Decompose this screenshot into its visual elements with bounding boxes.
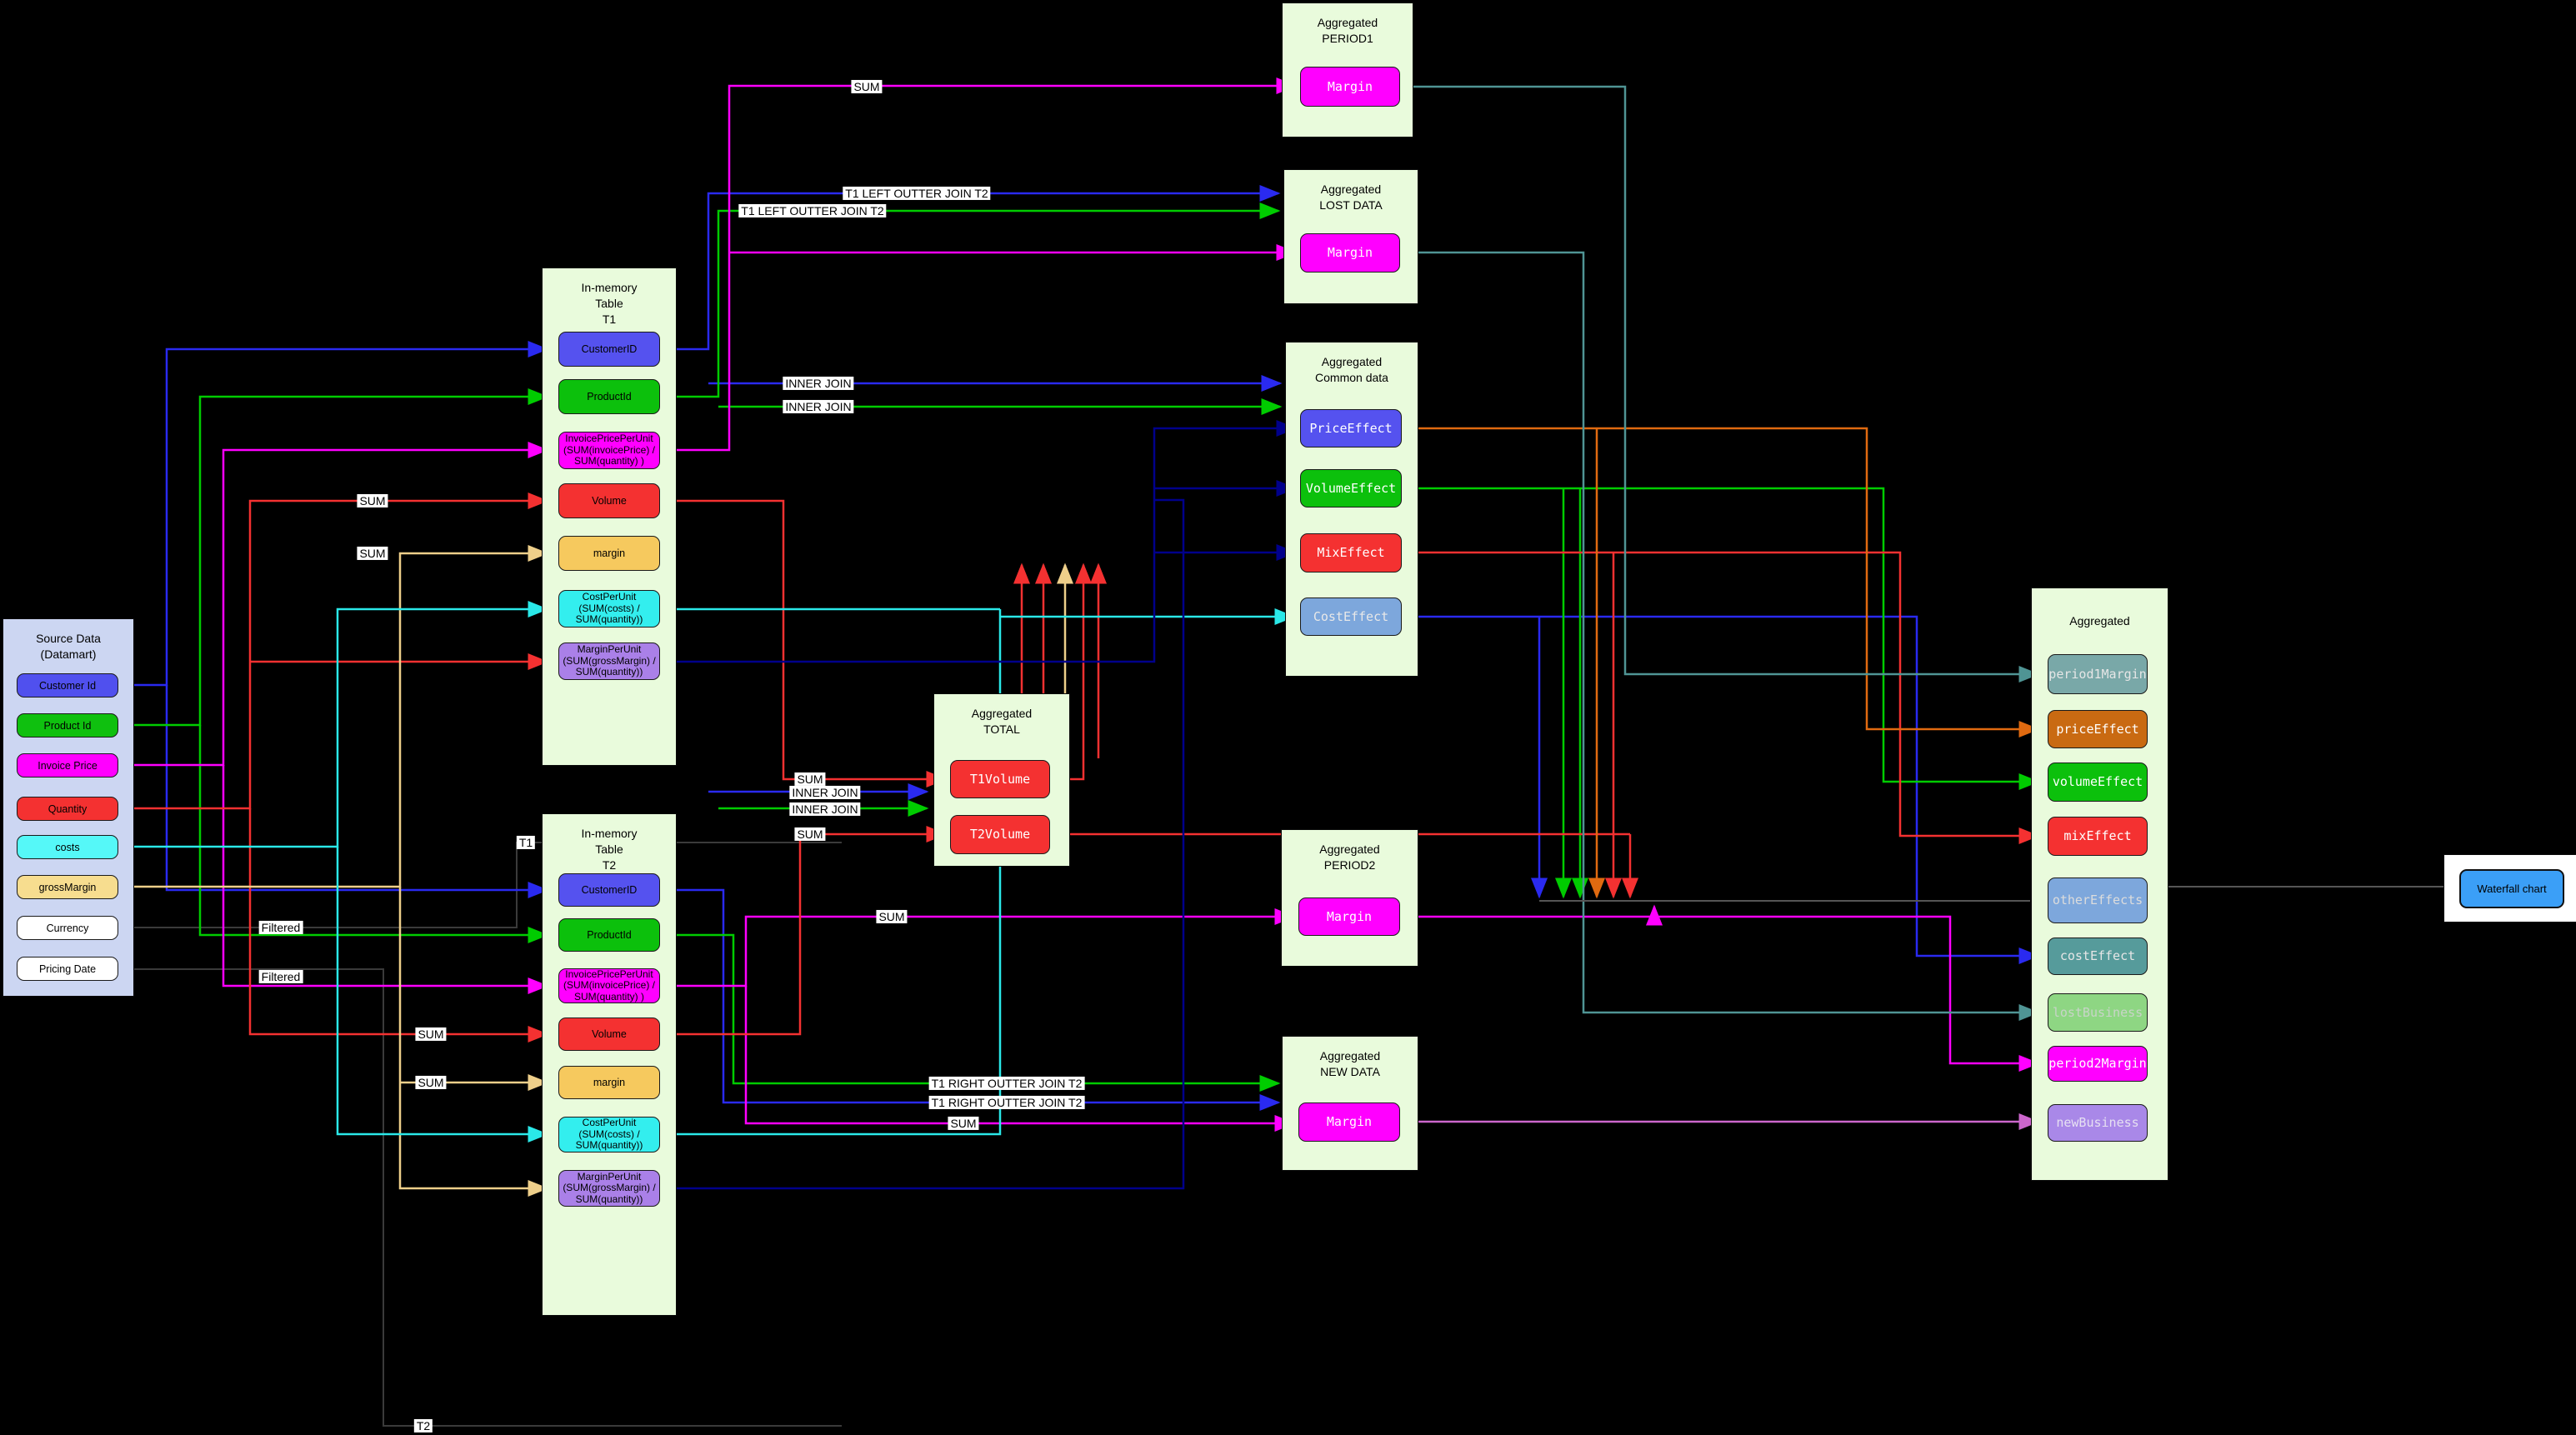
edge-label-filtered: Filtered: [258, 920, 303, 935]
field-pricing-date: Pricing Date: [17, 957, 118, 981]
right-mixeffect: mixEffect: [2048, 817, 2148, 856]
edge-label-sum: SUM: [851, 79, 883, 94]
panel-title: In-memory Table T2: [581, 827, 638, 872]
edge-label-filtered: Filtered: [258, 969, 303, 984]
right-newbusiness: newBusiness: [2048, 1104, 2148, 1142]
edge-label-sum: SUM: [357, 546, 388, 561]
right-othereffects: otherEffects: [2048, 878, 2148, 923]
edge-label-sum: SUM: [415, 1027, 447, 1042]
panel-title: Aggregated PERIOD1: [1317, 16, 1378, 45]
edge-label-sum: SUM: [357, 493, 388, 508]
t1-margin-per-unit: MarginPerUnit (SUM(grossMargin) / SUM(qu…: [558, 642, 660, 680]
common-cost-effect: CostEffect: [1300, 598, 1402, 636]
panel-title: Aggregated TOTAL: [971, 707, 1033, 736]
edge-label-inner-join: INNER JOIN: [789, 785, 861, 800]
t1-volume: Volume: [558, 483, 660, 518]
t2-productid: ProductId: [558, 918, 660, 952]
period1-margin: Margin: [1300, 67, 1400, 107]
field-product-id: Product Id: [17, 713, 118, 738]
t2-margin-per-unit: MarginPerUnit (SUM(grossMargin) / SUM(qu…: [558, 1170, 660, 1207]
field-quantity: Quantity: [17, 797, 118, 821]
panel-title: Source Data (Datamart): [36, 632, 101, 661]
field-customer-id: Customer Id: [17, 673, 118, 698]
field-gross-margin: grossMargin: [17, 875, 118, 899]
right-lostbusiness: lostBusiness: [2048, 993, 2148, 1032]
edge-label-left-join: T1 LEFT OUTTER JOIN T2: [738, 203, 887, 218]
edge-label-sum: SUM: [794, 827, 826, 842]
edge-label-inner-join: INNER JOIN: [789, 802, 861, 817]
edge-label-sum: SUM: [948, 1116, 979, 1131]
edge-label-right-join: T1 RIGHT OUTTER JOIN T2: [928, 1095, 1085, 1110]
right-costeffect: costEffect: [2048, 938, 2148, 975]
right-priceeffect: priceEffect: [2048, 710, 2148, 748]
field-currency: Currency: [17, 916, 118, 940]
panel-title: Aggregated: [2069, 614, 2130, 628]
edge-label-inner-join: INNER JOIN: [783, 376, 854, 391]
edge-label-t2: T2: [413, 1418, 433, 1433]
edge-label-sum: SUM: [794, 772, 826, 787]
t2-customerid: CustomerID: [558, 873, 660, 907]
common-mix-effect: MixEffect: [1300, 533, 1402, 572]
panel-title: Aggregated LOST DATA: [1319, 182, 1383, 212]
t2-margin: margin: [558, 1066, 660, 1099]
edge-label-t1: T1: [516, 835, 536, 850]
newdata-margin: Margin: [1298, 1102, 1400, 1142]
lost-margin: Margin: [1300, 233, 1400, 272]
field-invoice-price: Invoice Price: [17, 753, 118, 778]
t1-cost-per-unit: CostPerUnit (SUM(costs) / SUM(quantity)): [558, 590, 660, 628]
t2-invoice-price-per-unit: InvoicePricePerUnit (SUM(invoicePrice) /…: [558, 968, 660, 1003]
t1-invoice-price-per-unit: InvoicePricePerUnit (SUM(invoicePrice) /…: [558, 432, 660, 469]
edge-label-sum: SUM: [876, 909, 908, 924]
waterfall-chart-button[interactable]: Waterfall chart: [2459, 869, 2564, 908]
panel-title: Aggregated PERIOD2: [1319, 842, 1380, 872]
panel-title: Aggregated Common data: [1315, 355, 1388, 384]
panel-title: Aggregated NEW DATA: [1319, 1049, 1381, 1078]
t2-cost-per-unit: CostPerUnit (SUM(costs) / SUM(quantity)): [558, 1117, 660, 1152]
edge-label-inner-join: INNER JOIN: [783, 399, 854, 414]
field-costs: costs: [17, 835, 118, 859]
edge-label-left-join: T1 LEFT OUTTER JOIN T2: [843, 186, 991, 201]
right-volumeeffect: volumeEffect: [2048, 762, 2148, 802]
period2-margin: Margin: [1298, 898, 1400, 936]
t1-productid: ProductId: [558, 379, 660, 414]
t1-margin: margin: [558, 536, 660, 571]
panel-title: In-memory Table T1: [581, 281, 638, 326]
common-price-effect: PriceEffect: [1300, 409, 1402, 448]
common-volume-effect: VolumeEffect: [1300, 469, 1402, 508]
total-t1volume: T1Volume: [950, 760, 1050, 798]
edge-label-sum: SUM: [415, 1075, 447, 1090]
right-period1margin: period1Margin: [2048, 654, 2148, 694]
right-period2margin: period2Margin: [2048, 1046, 2148, 1082]
edge-label-right-join: T1 RIGHT OUTTER JOIN T2: [928, 1076, 1085, 1091]
t2-volume: Volume: [558, 1018, 660, 1051]
waterfall-panel: Waterfall chart: [2443, 854, 2576, 922]
total-t2volume: T2Volume: [950, 815, 1050, 854]
t1-customerid: CustomerID: [558, 332, 660, 367]
